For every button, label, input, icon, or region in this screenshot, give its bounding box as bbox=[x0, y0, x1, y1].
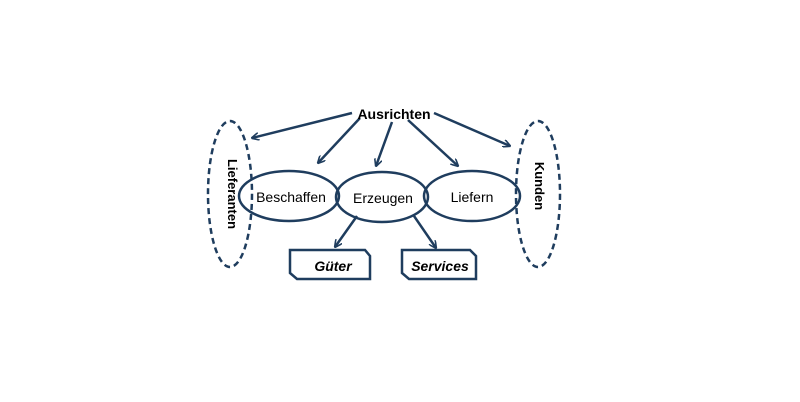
services-box bbox=[400, 248, 478, 281]
suppliers-label: Lieferanten bbox=[225, 159, 240, 229]
arrow-to-beschaffen bbox=[318, 117, 361, 163]
process-label-liefern: Liefern bbox=[451, 189, 494, 205]
gueter-box bbox=[288, 248, 372, 281]
liefern-ellipse bbox=[422, 169, 522, 223]
arrow-to-erzeugen bbox=[376, 121, 394, 166]
arrow-to-services bbox=[412, 215, 436, 248]
customers-label: Kunden bbox=[532, 162, 547, 210]
output-label-gueter: Güter bbox=[314, 258, 353, 274]
output-label-services: Services bbox=[411, 258, 469, 274]
beschaffen-ellipse bbox=[237, 169, 341, 223]
top-label: Ausrichten bbox=[357, 106, 430, 122]
process-label-beschaffen: Beschaffen bbox=[256, 189, 326, 205]
erzeugen-ellipse bbox=[334, 170, 430, 224]
customers-ellipse bbox=[514, 119, 562, 269]
arrow-to-liefern bbox=[407, 119, 458, 166]
suppliers-ellipse bbox=[206, 119, 254, 269]
process-label-erzeugen: Erzeugen bbox=[353, 190, 413, 206]
arrow-to-lieferanten bbox=[252, 111, 353, 138]
arrow-to-kunden bbox=[433, 111, 510, 146]
arrow-to-gueter bbox=[335, 215, 359, 247]
